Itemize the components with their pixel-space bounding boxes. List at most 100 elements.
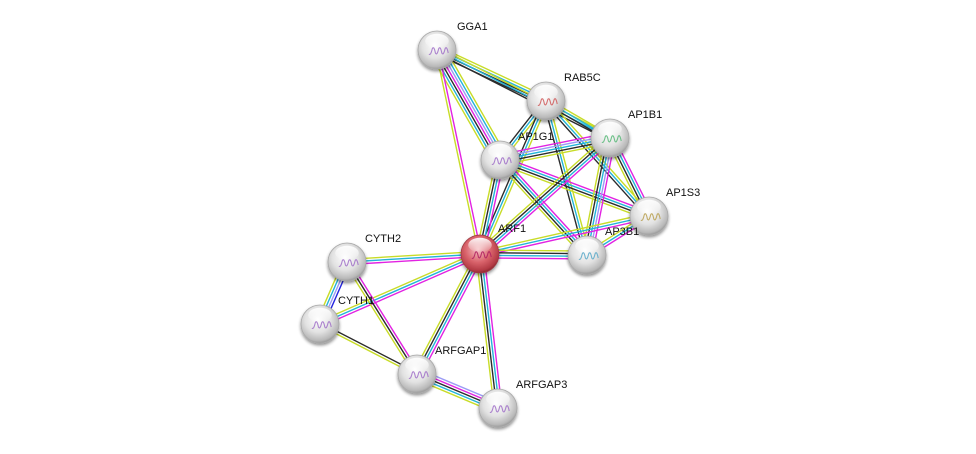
edge-ap1b1-ap3b1[interactable] (581, 136, 616, 257)
edge-evidence-databases (346, 253, 481, 263)
edge-evidence-databases (586, 137, 611, 256)
edge-evidence-textmining (438, 45, 548, 99)
edge-evidence-textmining (500, 142, 612, 166)
protein-structure-icon (578, 252, 599, 260)
edge-arf1-arfgap1[interactable] (412, 251, 485, 377)
node-gloss (488, 143, 512, 159)
protein-structure-icon (428, 47, 449, 55)
edge-evidence-databases (480, 138, 612, 256)
edge-evidence-textmining (443, 45, 508, 157)
edge-evidence-coexpression (346, 261, 418, 375)
node-gloss (405, 357, 429, 373)
edge-evidence-coexpression (435, 51, 610, 141)
node-label: RAB5C (564, 72, 601, 84)
edge-evidence-experiments (482, 140, 614, 258)
edge-evidence-databases (480, 253, 500, 408)
edge-evidence-coexpression (478, 254, 498, 409)
node-cyth2[interactable]: CYTH2 (327, 233, 401, 282)
edge-evidence-experiments (419, 255, 485, 377)
edge-arf1-cyth1[interactable] (318, 250, 482, 328)
edge-evidence-databases (319, 253, 481, 325)
edge-arf1-cyth2[interactable] (346, 250, 481, 266)
node-label: AP1B1 (628, 109, 662, 121)
node-label: AP1S3 (666, 187, 700, 199)
node-ap1g1[interactable]: AP1G1 (480, 131, 553, 180)
node-gloss (425, 33, 449, 49)
edge-gga1-arf1[interactable] (435, 49, 482, 255)
edge-evidence-experiments (436, 49, 501, 161)
node-gloss (598, 121, 622, 137)
edge-evidence-experiments (437, 49, 482, 254)
node-arf1[interactable]: ARF1 (460, 223, 526, 274)
node-gloss (534, 84, 558, 100)
edge-evidence-coexpression (543, 102, 648, 219)
edge-evidence-textmining (479, 212, 649, 253)
edge-evidence-experiments (501, 155, 651, 214)
edge-evidence-textmining (435, 50, 480, 255)
edge-evidence-databases (500, 158, 650, 216)
edges-layer (315, 45, 654, 414)
node-ap1s3[interactable]: AP1S3 (629, 187, 700, 236)
node-gga1[interactable]: GGA1 (417, 21, 488, 70)
node-arfgap3[interactable]: ARFGAP3 (478, 379, 567, 428)
node-ap1b1[interactable]: AP1B1 (590, 109, 662, 158)
protein-structure-icon (601, 135, 622, 143)
edge-evidence-coexpression (583, 137, 609, 255)
edge-gga1-ap1b1[interactable] (435, 47, 612, 141)
node-ap3b1[interactable]: AP3B1 (567, 226, 639, 275)
edge-evidence-experiments (502, 156, 591, 253)
protein-structure-icon (338, 259, 359, 267)
node-label: ARFGAP3 (516, 379, 567, 391)
node-label: CYTH1 (338, 295, 374, 307)
edge-evidence-databases (500, 158, 589, 255)
node-gloss (335, 245, 359, 261)
protein-structure-icon (489, 405, 510, 413)
node-label: ARF1 (498, 223, 526, 235)
node-cyth1[interactable]: CYTH1 (300, 295, 374, 344)
edge-arf1-arfgap3[interactable] (475, 253, 503, 409)
edge-evidence-experiments (591, 138, 616, 257)
edge-evidence-databases (417, 254, 482, 375)
node-gloss (308, 307, 332, 323)
edge-evidence-textmining (437, 47, 612, 137)
edge-evidence-homology (438, 48, 503, 160)
edge-evidence-experiments (348, 260, 420, 373)
edge-ap1g1-ap3b1[interactable] (496, 156, 591, 259)
edge-evidence-coexpression (415, 253, 480, 374)
node-arfgap1[interactable]: ARFGAP1 (397, 345, 486, 394)
edge-evidence-textmining (476, 134, 608, 252)
edge-evidence-databases (440, 47, 506, 158)
edge-evidence-experiments (483, 253, 503, 408)
edge-evidence-textmining (318, 250, 480, 323)
node-label: CYTH2 (365, 233, 401, 245)
edge-evidence-homology (588, 138, 614, 256)
node-label: GGA1 (457, 21, 488, 33)
edge-evidence-textmining (498, 162, 648, 221)
node-rab5c[interactable]: RAB5C (526, 72, 601, 121)
node-gloss (486, 391, 510, 407)
node-label: AP3B1 (605, 226, 639, 238)
edge-evidence-textmining (412, 251, 478, 373)
node-label: ARFGAP1 (435, 345, 486, 357)
edge-evidence-databases (479, 100, 547, 255)
node-label: AP1G1 (518, 131, 553, 143)
edge-evidence-coexpression (478, 136, 610, 254)
edge-evidence-databases (436, 49, 611, 139)
edge-evidence-textmining (344, 263, 416, 376)
edge-evidence-textmining (496, 162, 585, 259)
edge-cyth2-arfgap1[interactable] (344, 260, 420, 376)
node-gloss (575, 238, 599, 254)
edge-evidence-textmining (475, 254, 495, 409)
edge-ap1g1-ap1s3[interactable] (498, 155, 651, 221)
edge-evidence-databases (545, 100, 650, 217)
protein-structure-icon (471, 251, 492, 259)
edge-evidence-textmining (346, 250, 480, 261)
protein-structure-icon (311, 321, 332, 329)
protein-structure-icon (537, 98, 558, 106)
edge-evidence-experiments (498, 132, 610, 156)
edge-ap1b1-arf1[interactable] (476, 134, 614, 258)
protein-structure-icon (491, 157, 512, 165)
edge-evidence-coexpression (499, 160, 649, 218)
